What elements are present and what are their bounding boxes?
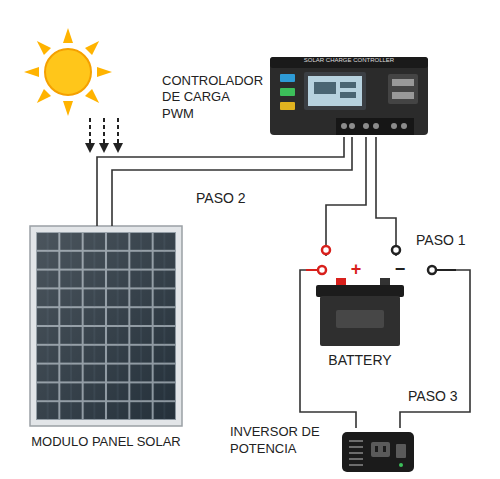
- controller-label: CONTROLADOR DE CARGA PWM: [162, 73, 262, 122]
- wire-pair: [322, 137, 400, 256]
- wire-pair: [97, 137, 352, 226]
- battery: + − BATTERY: [306, 256, 456, 378]
- terminal-sign: −: [392, 259, 408, 279]
- step-label: PASO 1: [413, 232, 469, 249]
- ring-terminal: [392, 246, 400, 254]
- inverter-drawing: [342, 432, 414, 472]
- terminal-sign: +: [348, 259, 364, 279]
- wire: [326, 137, 366, 256]
- solar-panel: MODULO PANEL SOLAR: [30, 226, 182, 426]
- wire: [97, 137, 344, 226]
- step-label: PASO 3: [405, 388, 461, 405]
- solar-panel-drawing: [30, 226, 182, 426]
- ring-terminal: [322, 246, 330, 254]
- wire: [300, 270, 356, 428]
- wire-pair: [300, 270, 470, 428]
- panel-label: MODULO PANEL SOLAR: [10, 434, 202, 450]
- charge-controller: CONTROLADOR DE CARGA PWMSOLAR CHARGE CON…: [268, 55, 430, 137]
- battery-label: BATTERY: [306, 352, 414, 370]
- battery-drawing: [306, 266, 456, 346]
- power-inverter: INVERSOR DE POTENCIA: [340, 428, 416, 474]
- inverter-label: INVERSOR DE POTENCIA: [230, 424, 334, 458]
- wire: [376, 137, 396, 256]
- sunlight-arrows: [85, 118, 123, 153]
- wire: [400, 270, 470, 428]
- wire: [112, 137, 352, 226]
- sun-icon: [24, 28, 112, 116]
- controller-drawing: [270, 57, 428, 135]
- device-label: SOLAR CHARGE CONTROLLER: [268, 57, 430, 64]
- step-label: PASO 2: [193, 190, 249, 207]
